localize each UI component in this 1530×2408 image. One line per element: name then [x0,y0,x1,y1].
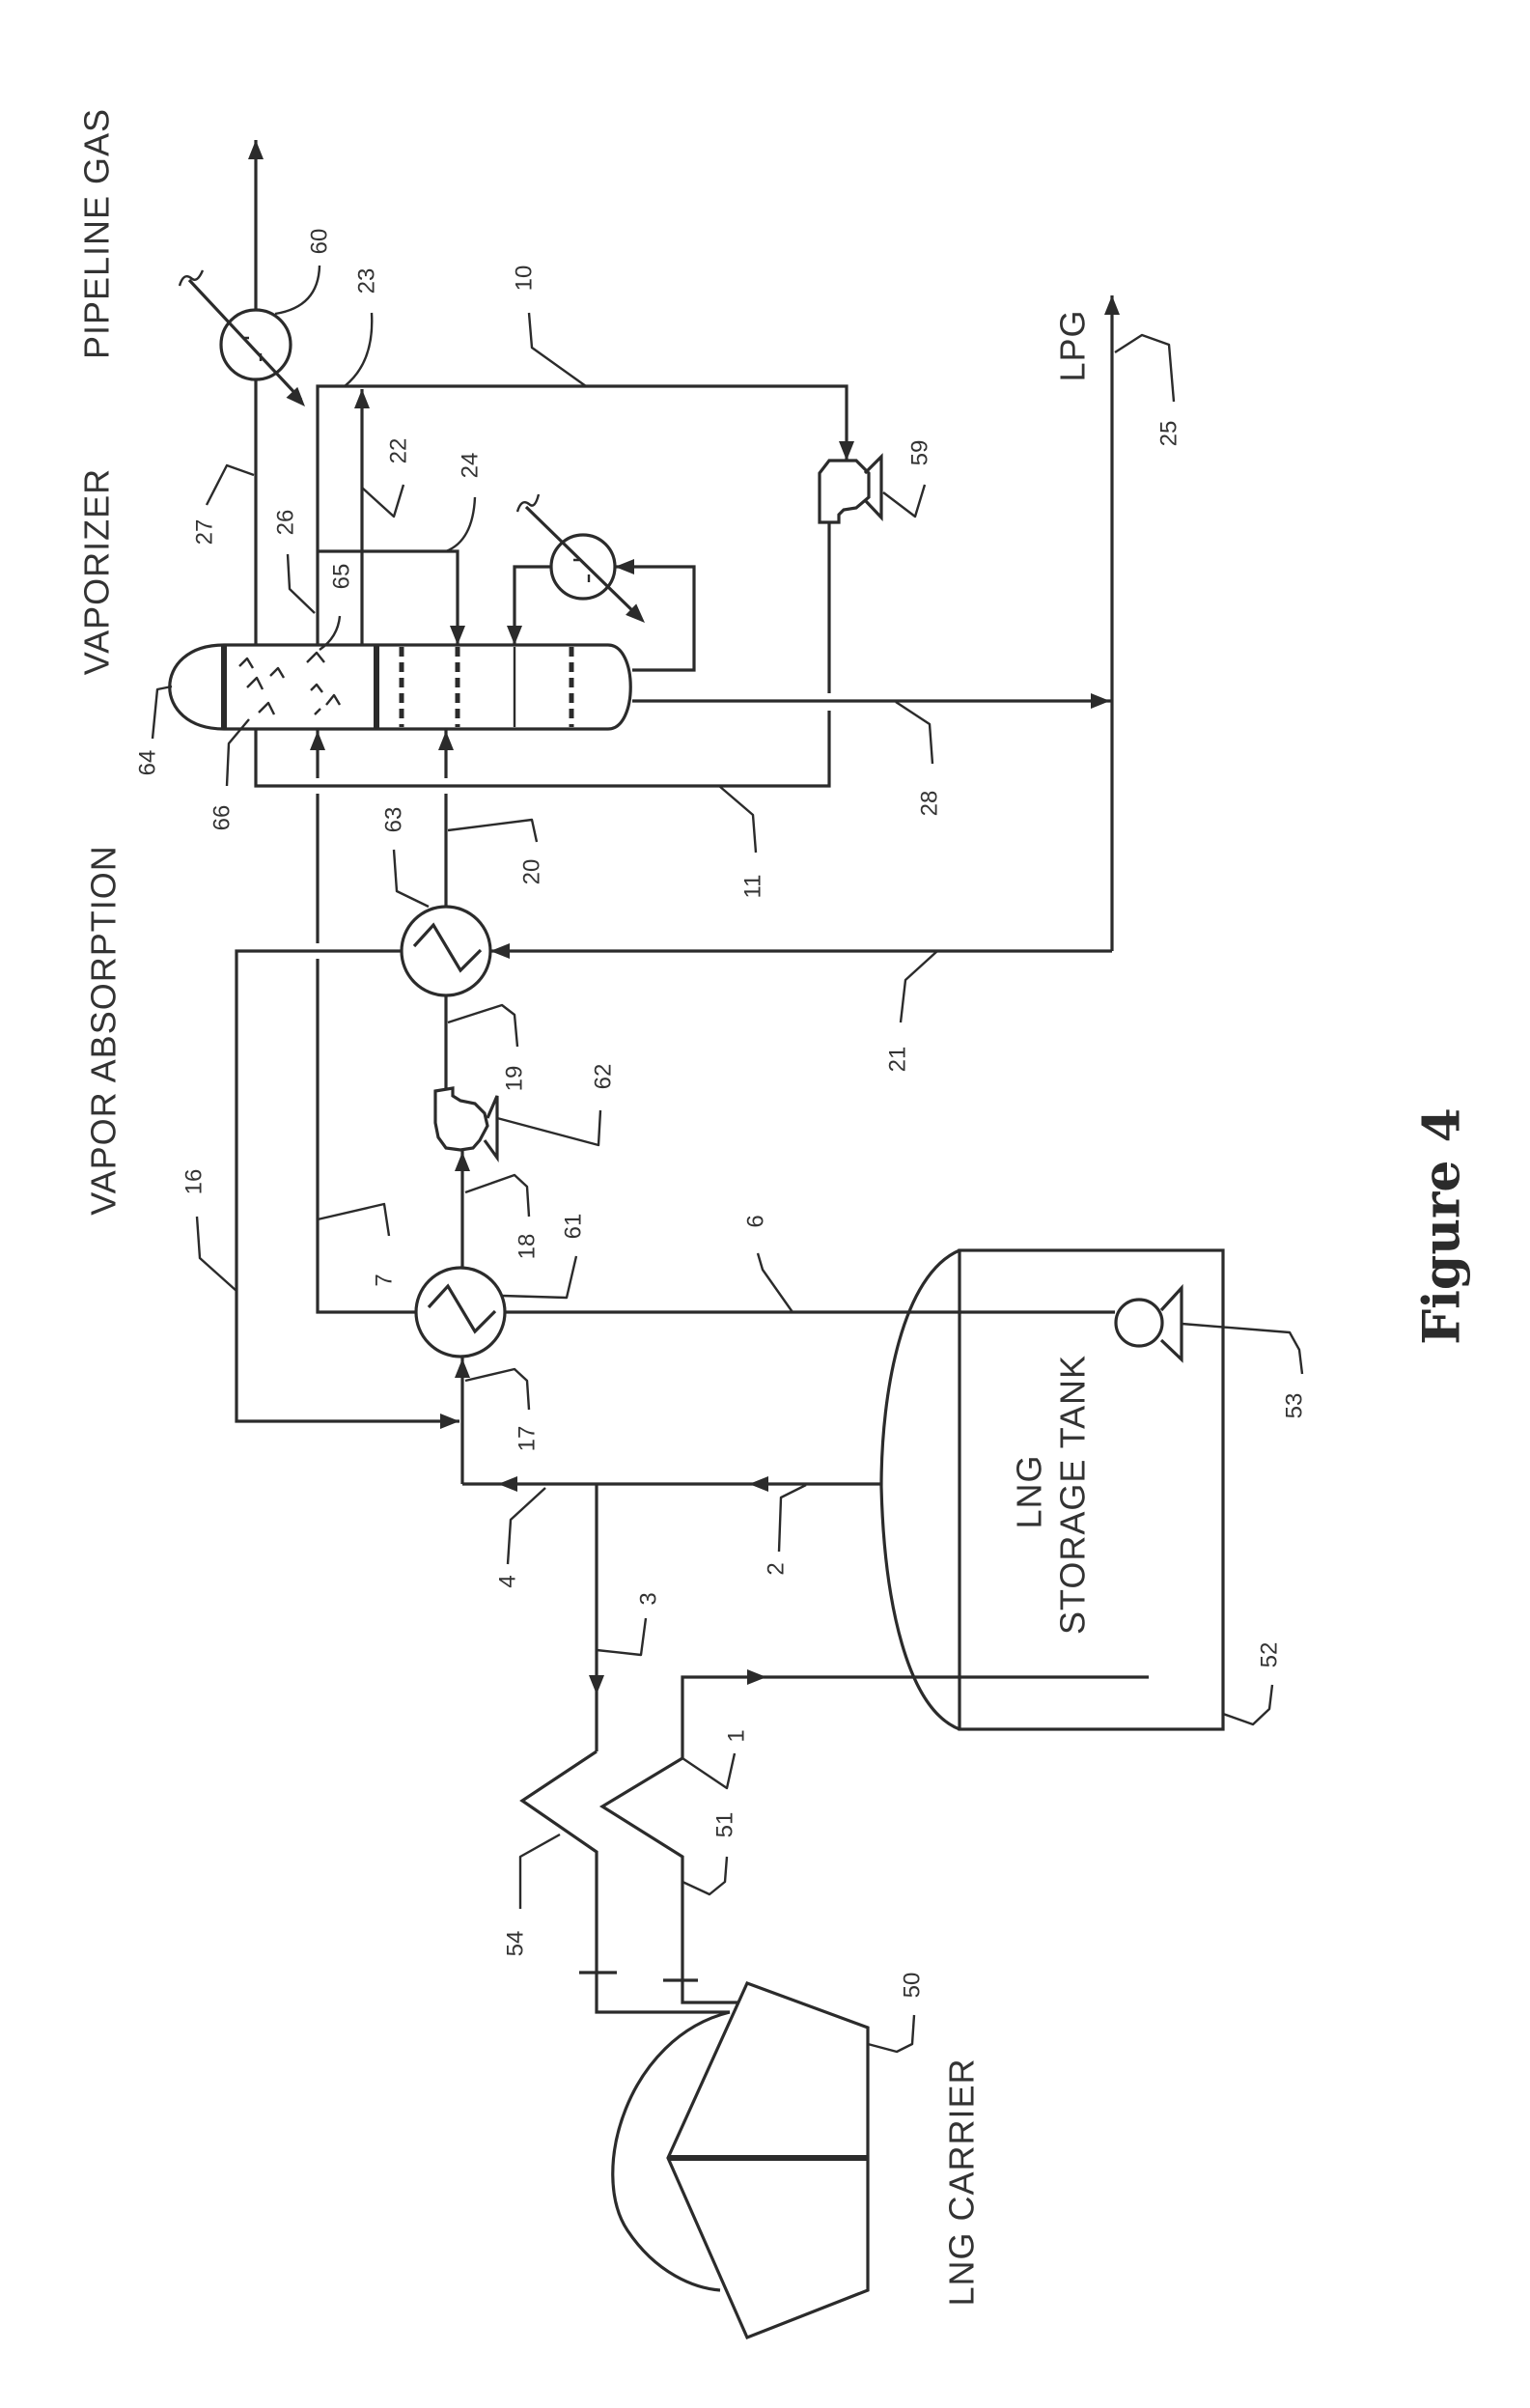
flow-arrow-icon [507,626,522,645]
flow-arrow-icon [248,140,264,159]
ref-25: 25 [1156,421,1182,447]
flow-arrow-icon [615,559,634,574]
flow-arrow-icon [839,441,854,461]
flow-arrow-icon [749,1476,768,1492]
ref-24: 24 [458,453,484,479]
label-lng-carrier: LNG CARRIER [942,2058,982,2306]
flow-arrow-icon [490,943,510,959]
flow-arrow-icon [455,1152,470,1171]
process-lines [236,140,1149,2012]
reference-numerals: 60 23 10 22 24 26 65 27 59 25 64 66 63 2… [135,229,1308,1999]
ref-10: 10 [512,266,538,292]
lng-carrier-ship [613,1983,868,2338]
ref-3: 3 [636,1592,662,1605]
ref-1: 1 [724,1729,750,1742]
ref-18: 18 [515,1234,541,1260]
figure-caption: Figure 4 [1413,1107,1472,1345]
ref-64: 64 [135,750,161,776]
ref-51: 51 [712,1812,738,1838]
flow-arrow-icon [438,731,454,750]
label-storage-tank: STORAGE TANK [1053,1355,1093,1635]
ref-66: 66 [209,805,236,831]
ref-65: 65 [329,564,355,590]
flow-arrow-icon [747,1669,766,1685]
pump-59 [820,457,881,522]
flow-arrow-icon [1104,295,1120,315]
spray-nozzle-66 [239,658,284,714]
ref-53: 53 [1282,1393,1308,1419]
label-pipeline-gas: PIPELINE GAS [77,108,117,359]
ref-23: 23 [354,268,380,294]
ref-6: 6 [743,1215,769,1227]
ref-50: 50 [900,1973,926,1999]
flow-arrow-icon [1091,693,1110,709]
pump-62 [435,1088,497,1158]
ref-4: 4 [495,1575,521,1587]
flow-arrow-icon [287,387,311,412]
ref-52: 52 [1257,1642,1283,1668]
flow-arrow-icon [450,626,465,645]
vaporizer-column [170,645,631,729]
ref-60: 60 [307,229,333,255]
flow-arrow-icon [354,389,370,408]
flow-arrows [248,140,1120,1694]
ref-2: 2 [764,1562,790,1575]
ref-27: 27 [192,519,218,546]
label-vaporizer: VAPORIZER [77,468,117,675]
flow-arrow-icon [498,1476,517,1492]
spray-nozzle-65 [307,653,340,714]
ref-22: 22 [386,438,412,464]
ref-28: 28 [917,791,943,817]
flow-arrow-icon [440,1414,459,1429]
reboiler-heater [517,494,641,619]
ref-7: 7 [372,1274,398,1286]
heater-60 [180,270,301,400]
ref-62: 62 [591,1064,617,1090]
label-lpg: LPG [1053,309,1093,381]
ref-11: 11 [740,875,766,899]
flow-arrow-icon [589,1675,604,1694]
heat-exchanger-61 [416,1268,505,1357]
ref-63: 63 [381,807,407,833]
label-vapor-absorption: VAPOR ABSORPTION [84,845,124,1215]
ref-20: 20 [519,859,545,885]
ref-54: 54 [503,1931,529,1957]
ref-26: 26 [273,510,299,536]
ref-59: 59 [907,440,933,466]
ref-19: 19 [502,1066,528,1092]
label-lng: LNG [1010,1454,1049,1528]
ref-21: 21 [885,1047,911,1073]
ref-61: 61 [561,1214,587,1240]
ref-17: 17 [515,1426,541,1452]
ref-16: 16 [181,1169,208,1195]
heat-exchanger-63 [402,907,490,995]
flow-arrow-icon [455,1358,470,1378]
flow-arrow-icon [310,731,325,750]
leader-lines [153,266,1302,2052]
pump-53 [1116,1288,1182,1359]
